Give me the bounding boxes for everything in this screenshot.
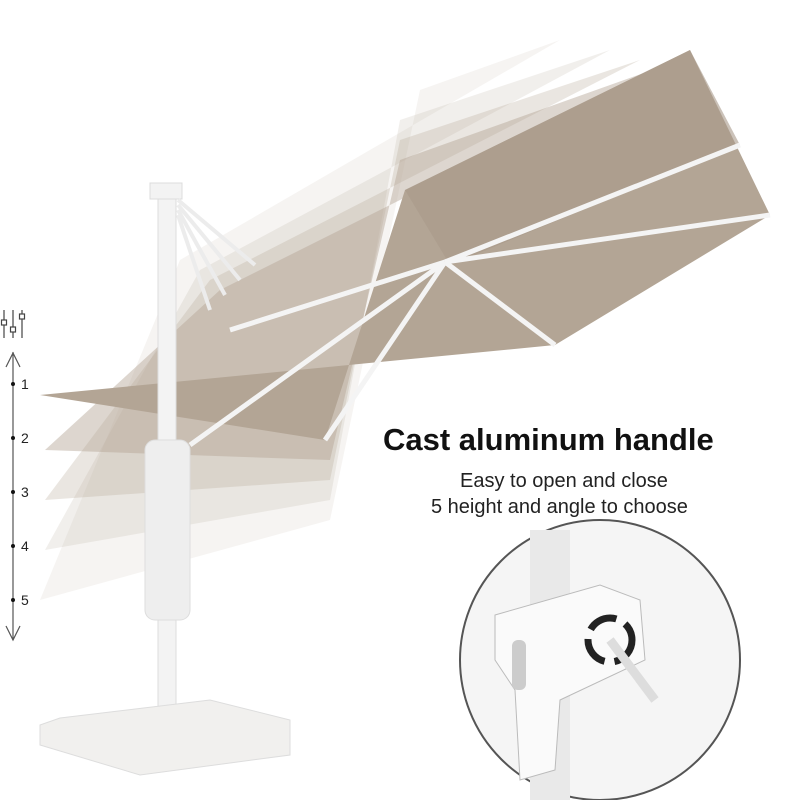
handle-closeup (459, 519, 741, 800)
support-arms (176, 198, 257, 311)
headline: Cast aluminum handle (383, 422, 714, 457)
adjust-sliders-icon (0, 310, 26, 338)
height-level-3: 3 (21, 484, 29, 500)
height-level-1: 1 (21, 376, 29, 392)
height-level-4: 4 (21, 538, 29, 554)
umbrella-ribs (188, 142, 771, 448)
subline-height-angle: 5 height and angle to choose (431, 496, 688, 518)
crank-rotate-icon (584, 614, 636, 666)
umbrella-base (39, 699, 291, 776)
height-level-5: 5 (21, 592, 29, 608)
height-level-2: 2 (21, 430, 29, 446)
double-arrow-scale-icon (5, 351, 21, 642)
subline-open-close: Easy to open and close (460, 470, 668, 492)
